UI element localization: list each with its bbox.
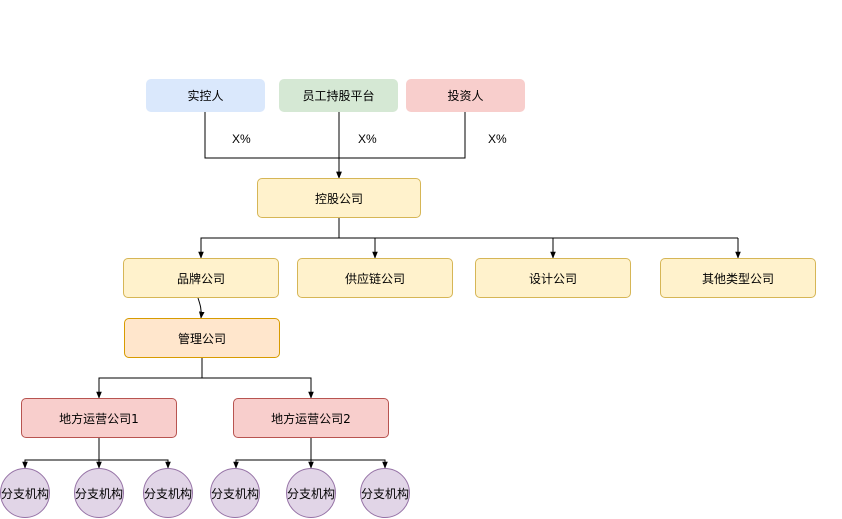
investor-box[interactable]: 投资人	[406, 79, 525, 112]
investor-label: 投资人	[447, 89, 484, 103]
regional-op1-box[interactable]: 地方运营公司1	[21, 398, 177, 438]
branch-label: 分支机构	[211, 486, 260, 501]
management-company-label: 管理公司	[177, 331, 226, 346]
management-company-box[interactable]: 管理公司	[124, 318, 280, 358]
branch-circle-1[interactable]: 分支机构	[0, 468, 50, 518]
holding-company-box[interactable]: 控股公司	[257, 178, 421, 218]
employee-platform-box[interactable]: 员工持股平台	[279, 79, 398, 112]
regional-op1-label: 地方运营公司1	[59, 411, 139, 426]
edge-management-op2	[202, 377, 314, 399]
edge-holding-bus	[338, 218, 738, 239]
edge-op1-bus	[22, 438, 100, 469]
branch-label: 分支机构	[144, 486, 193, 501]
edge-investor-holding	[339, 112, 466, 159]
regional-op2-box[interactable]: 地方运营公司2	[233, 398, 389, 438]
controller-box[interactable]: 实控人	[146, 79, 265, 112]
pct-controller: X%	[232, 132, 251, 146]
branch-label: 分支机构	[287, 486, 336, 501]
other-company-label: 其他类型公司	[701, 271, 774, 286]
branch-circle-2[interactable]: 分支机构	[74, 468, 124, 518]
branch-circle-3[interactable]: 分支机构	[143, 468, 193, 518]
supply-chain-company-box[interactable]: 供应链公司	[297, 258, 453, 298]
pct-investor: X%	[488, 132, 507, 146]
regional-op2-label: 地方运营公司2	[271, 411, 351, 426]
edge-op2-bus	[233, 438, 312, 469]
branch-circle-4[interactable]: 分支机构	[210, 468, 260, 518]
design-company-label: 设计公司	[528, 271, 577, 286]
branch-circle-6[interactable]: 分支机构	[360, 468, 410, 518]
design-company-box[interactable]: 设计公司	[475, 258, 631, 298]
edge-op2-b6	[311, 459, 388, 469]
edge-management-bus	[96, 358, 203, 399]
employee-platform-label: 员工持股平台	[302, 89, 375, 103]
brand-company-label: 品牌公司	[176, 271, 225, 286]
supply-chain-company-label: 供应链公司	[344, 271, 405, 286]
branch-label: 分支机构	[75, 486, 124, 501]
branch-label: 分支机构	[1, 486, 50, 501]
controller-label: 实控人	[187, 89, 224, 103]
edge-holding-brand	[198, 237, 339, 259]
pct-employee: X%	[358, 132, 377, 146]
other-company-box[interactable]: 其他类型公司	[660, 258, 816, 298]
brand-company-box[interactable]: 品牌公司	[123, 258, 279, 298]
holding-company-label: 控股公司	[314, 191, 363, 206]
branch-circle-5[interactable]: 分支机构	[286, 468, 336, 518]
edge-brand-management	[197, 297, 205, 319]
edge-controller-holding	[204, 112, 342, 179]
branch-label: 分支机构	[361, 486, 410, 501]
edge-op1-b3	[99, 459, 171, 469]
